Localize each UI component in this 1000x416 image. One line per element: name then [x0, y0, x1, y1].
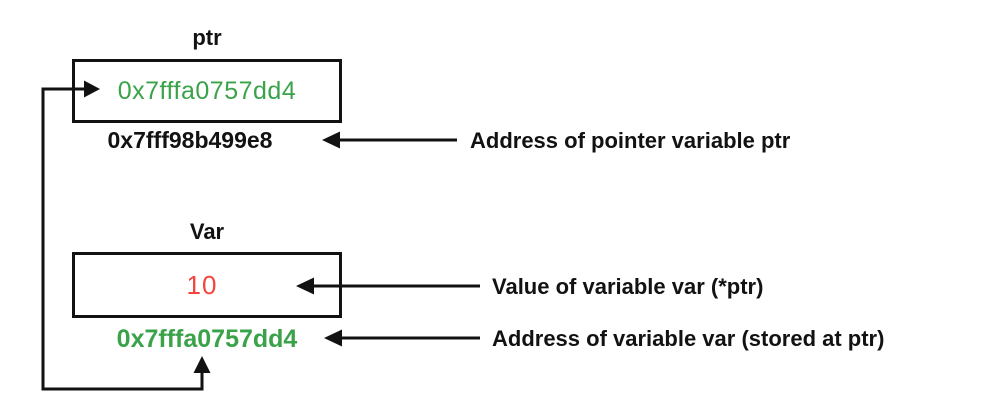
var-stored-value: 10 — [186, 269, 218, 300]
ptr-box: 0x7fffa0757dd4 — [72, 59, 342, 123]
ptr-address-label: Address of pointer variable ptr — [470, 128, 791, 153]
ptr-address-arrow-icon — [322, 131, 457, 149]
var-address-arrow-icon — [324, 329, 480, 347]
ptr-stored-value: 0x7fffa0757dd4 — [117, 76, 297, 105]
var-box-title: Var — [189, 219, 225, 244]
ptr-address-value: 0x7fff98b499e8 — [107, 127, 273, 153]
var-address-value: 0x7fffa0757dd4 — [116, 325, 298, 353]
ptr-box-title: ptr — [192, 25, 222, 50]
var-value-label: Value of variable var (*ptr) — [492, 274, 764, 299]
var-address-label: Address of variable var (stored at ptr) — [492, 326, 885, 351]
var-box: 10 — [72, 252, 342, 318]
